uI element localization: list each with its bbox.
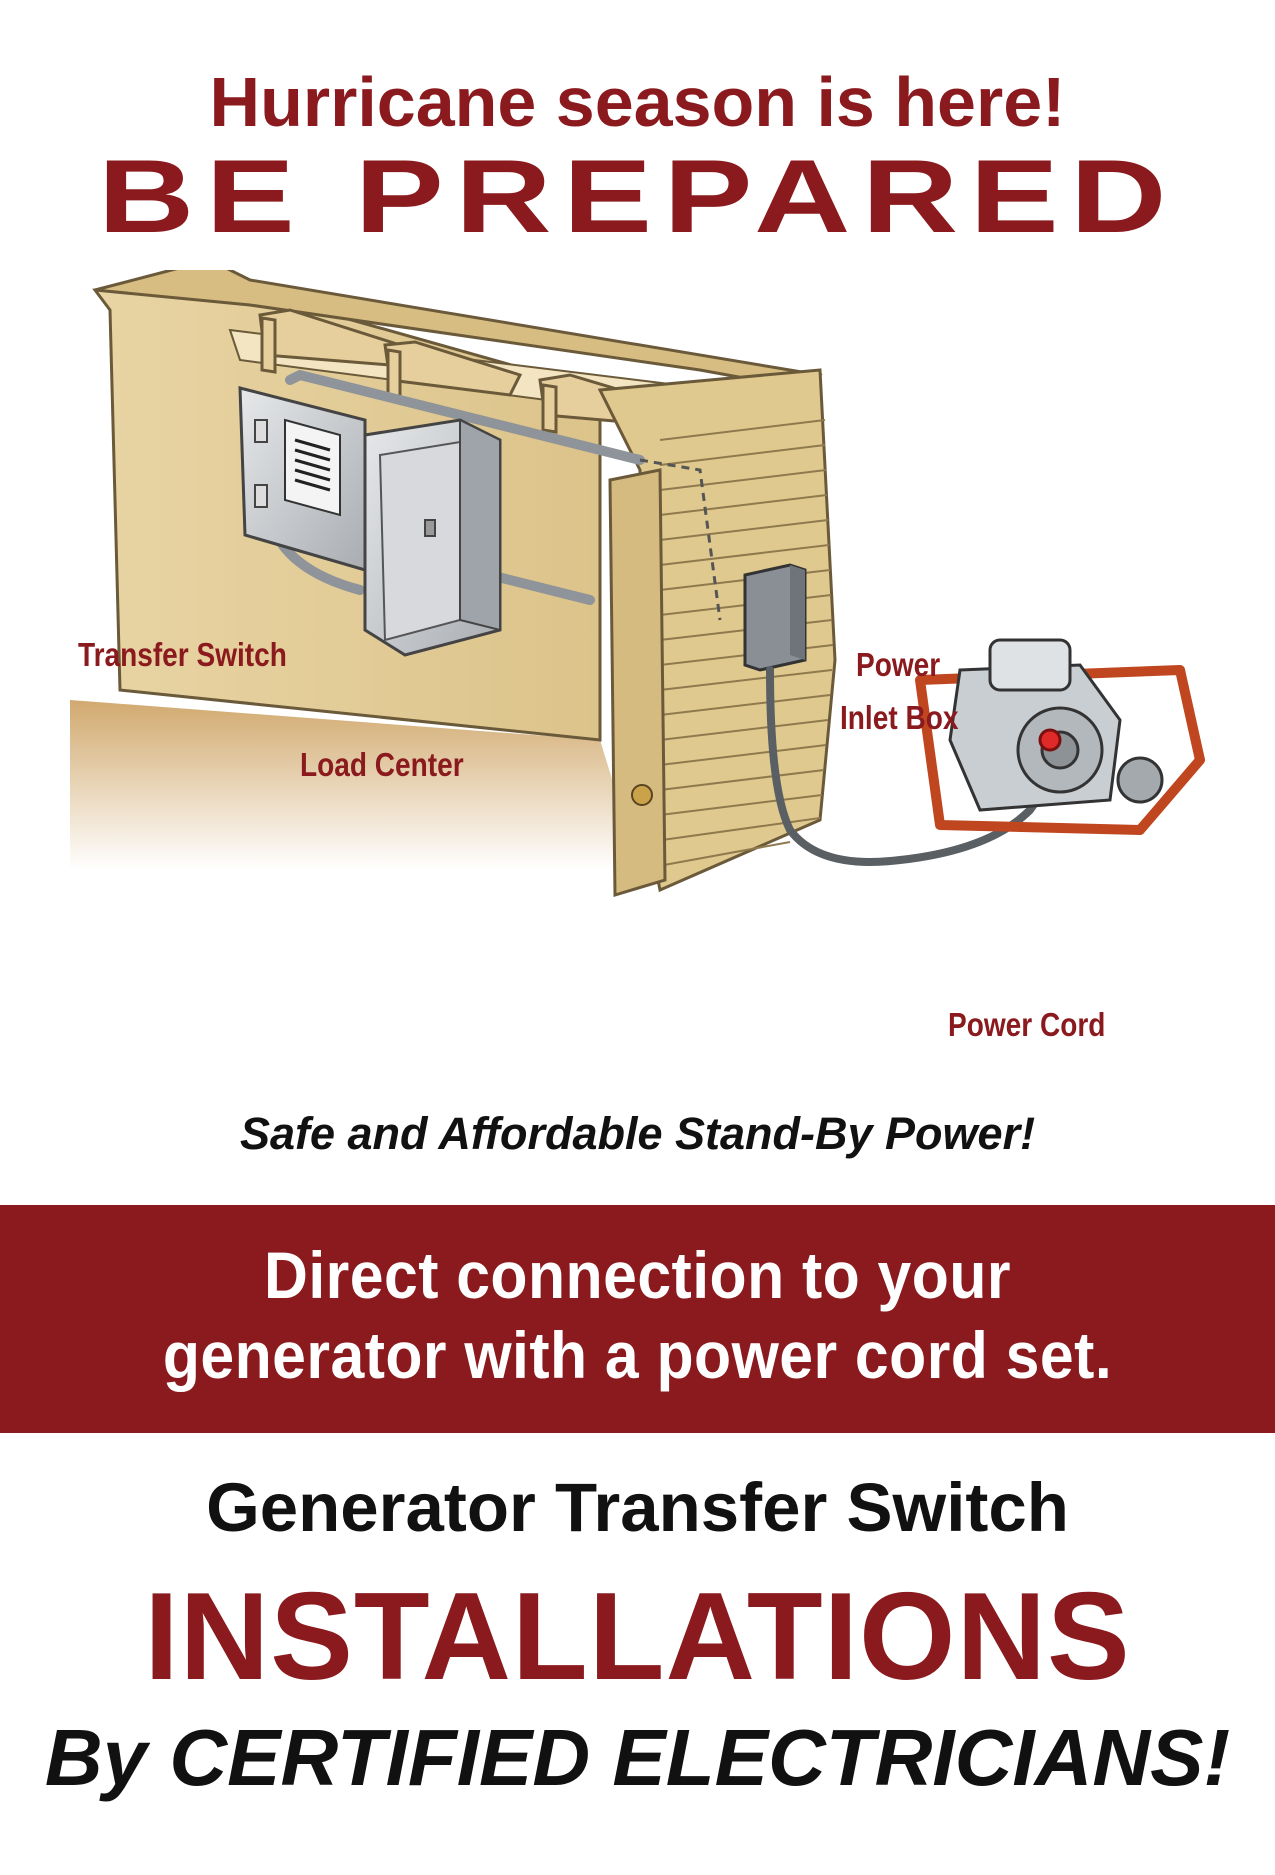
service-title: Generator Transfer Switch <box>206 1469 1069 1546</box>
be-prepared-wordmark: BE PREPARED <box>98 148 1178 248</box>
banner-line-1: Direct connection to your <box>264 1238 1011 1312</box>
label-power-cord: Power Cord <box>948 1006 1106 1043</box>
installations-heading: INSTALLATIONS <box>144 1568 1131 1706</box>
power-inlet-box <box>743 563 807 672</box>
wiring-diagram <box>70 258 1205 898</box>
tagline: Safe and Affordable Stand-By Power! <box>239 1108 1036 1159</box>
label-power-inlet-line1: Power <box>856 646 941 683</box>
generator <box>915 638 1205 835</box>
label-power-inlet-line2: Inlet Box <box>840 699 959 736</box>
load-center-box <box>363 418 502 657</box>
info-banner: Direct connection to your generator with… <box>0 1205 1275 1433</box>
hidden-conduit <box>639 458 722 621</box>
transfer-switch-box <box>238 386 367 572</box>
transfer-switch-illustration: Transfer Switch Load Center Power Inlet … <box>0 258 1275 1090</box>
door-frame <box>608 468 667 898</box>
certified-byline: By CERTIFIED ELECTRICIANS! <box>44 1713 1231 1802</box>
banner-line-2: generator with a power cord set. <box>162 1318 1113 1392</box>
label-transfer-switch: Transfer Switch <box>78 636 287 673</box>
headline: Hurricane season is here! <box>209 63 1066 141</box>
floor <box>70 700 640 870</box>
be-prepared-heading: BE PREPARED <box>0 148 1275 248</box>
door-knob <box>631 784 653 806</box>
label-load-center: Load Center <box>300 746 464 783</box>
be-prepared-text: BE PREPARED <box>98 148 1178 248</box>
banner-text: Direct connection to your generator with… <box>0 1235 1275 1395</box>
